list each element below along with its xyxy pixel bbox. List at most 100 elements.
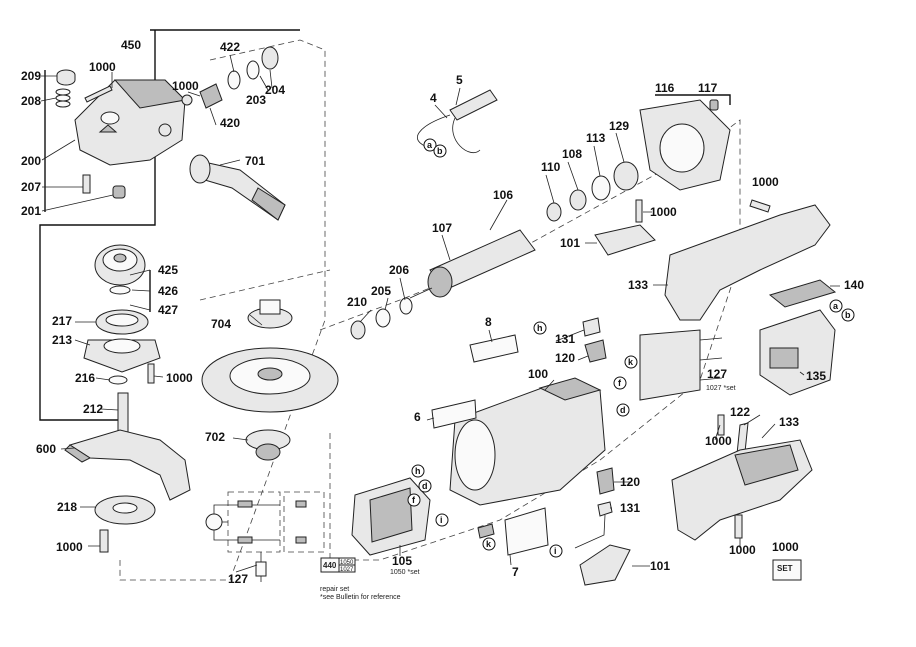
box-1027: 1027 (340, 567, 354, 573)
label-206: 206 (389, 263, 409, 277)
screw-1000-f (749, 199, 771, 213)
repair-box (320, 557, 356, 573)
label-122: 122 (730, 405, 750, 419)
label-106: 106 (493, 188, 513, 202)
letter-a-2: a (833, 301, 839, 311)
field-coil-105 (351, 477, 431, 556)
label-6: 6 (414, 410, 421, 424)
assembly-outline-handle (199, 269, 331, 301)
ring-205 (375, 308, 391, 328)
note-bulletin: *see Bulletin for reference (320, 594, 401, 601)
label-426: 426 (158, 284, 178, 298)
label-1000-g: 1000 (705, 434, 732, 448)
label-422: 422 (220, 40, 240, 54)
note-set-1050: 1050 *set (390, 569, 420, 576)
gear-wheel (94, 244, 146, 286)
label-1000-b: 1000 (172, 79, 199, 93)
assembly-outline-gear (119, 39, 326, 581)
label-105: 105 (392, 554, 412, 568)
cover-101-b (579, 544, 631, 586)
switch-135 (759, 309, 836, 396)
letter-d-2: d (422, 481, 428, 491)
label-217: 217 (52, 314, 72, 328)
handle-133-b (671, 439, 813, 541)
terminal-k (477, 523, 495, 539)
label-135: 135 (806, 369, 826, 383)
bearing-plate-213 (83, 338, 161, 373)
letter-k-2: k (486, 539, 492, 549)
ring-129 (613, 161, 639, 191)
letter-b-2: b (845, 310, 851, 320)
label-600: 600 (36, 442, 56, 456)
bearing-110 (546, 202, 562, 222)
label-131-a: 131 (555, 332, 575, 346)
bracket-116-117 (655, 94, 731, 105)
label-117: 117 (698, 81, 718, 95)
label-101-b: 101 (650, 559, 670, 573)
ring-206 (399, 297, 413, 315)
bevel-gear-420 (181, 83, 223, 109)
label-8: 8 (485, 315, 492, 329)
label-116: 116 (655, 81, 675, 95)
clip-120-b (596, 467, 615, 495)
label-4: 4 (430, 91, 437, 105)
clamp-nut-704 (247, 299, 293, 329)
label-113: 113 (586, 131, 606, 145)
ring-113 (591, 175, 611, 201)
label-101-a: 101 (560, 236, 580, 250)
leader-lines (40, 54, 840, 573)
label-1000-d: 1000 (56, 540, 83, 554)
bearing-201 (112, 185, 126, 199)
label-427: 427 (158, 303, 178, 317)
label-420: 420 (220, 116, 240, 130)
label-110: 110 (541, 160, 561, 174)
box-440: 440 (323, 561, 337, 570)
label-201: 201 (21, 204, 41, 218)
label-120-a: 120 (555, 351, 575, 365)
label-1000-a: 1000 (89, 60, 116, 74)
letter-a-1: a (427, 140, 433, 150)
note-repair-set: repair set (320, 586, 349, 593)
pin-117 (709, 99, 719, 111)
label-208: 208 (21, 94, 41, 108)
label-7: 7 (512, 565, 519, 579)
guard-600 (64, 429, 191, 501)
label-108: 108 (562, 147, 582, 161)
clip-120-a (584, 339, 607, 363)
label-204: 204 (265, 83, 285, 97)
label-1000-h: 1000 (729, 543, 756, 557)
label-1000-i: 1000 (772, 540, 799, 554)
letter-d-1: d (620, 405, 626, 415)
label-203: 203 (246, 93, 266, 107)
flange-702 (245, 429, 291, 461)
bracket-450 (39, 30, 156, 421)
bearing-204 (261, 46, 279, 70)
label-100: 100 (528, 367, 548, 381)
label-425: 425 (158, 263, 178, 277)
screw-1000-d (99, 529, 109, 553)
label-218: 218 (57, 500, 77, 514)
armature-107 (409, 229, 536, 299)
label-207: 207 (21, 180, 41, 194)
bearing-housing-116 (639, 99, 731, 191)
label-8 (469, 334, 519, 363)
label-120-b: 120 (620, 475, 640, 489)
ring-216 (108, 375, 128, 385)
bearing-210 (350, 320, 366, 340)
box-1050: 1050 (340, 560, 354, 566)
washer-422 (227, 70, 241, 90)
label-1000-f: 1000 (752, 175, 779, 189)
cover-101-a (594, 224, 656, 256)
letter-i-2: i (554, 546, 557, 556)
label-212: 212 (83, 402, 103, 416)
screw-1000-h (734, 514, 743, 539)
label-6 (431, 399, 477, 429)
label-209: 209 (21, 69, 41, 83)
cap-209 (56, 69, 76, 86)
label-216: 216 (75, 371, 95, 385)
label-702: 702 (205, 430, 225, 444)
label-127-a: 127 (707, 367, 727, 381)
letter-h-1: h (537, 323, 543, 333)
ring-203 (246, 60, 260, 80)
